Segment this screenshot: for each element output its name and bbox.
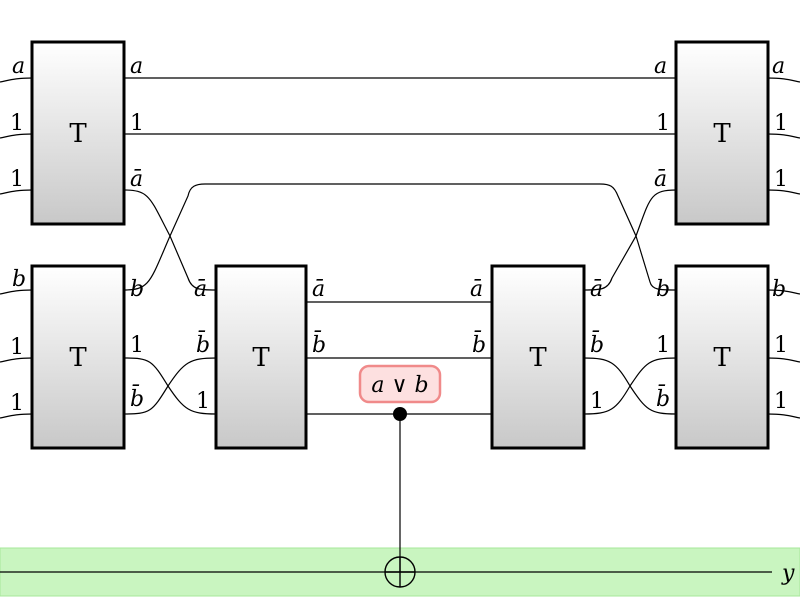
stub-right-1b [767,189,800,195]
gate-top-right-label: T [713,119,731,149]
label-mr-out-1: 1 [590,389,604,414]
label-ml-in-abar: ā [194,277,207,302]
gate-bottom-right-label: T [713,343,731,373]
gate-top-left [30,40,126,226]
stub-left-1 [0,133,33,139]
label-in-b: b [12,267,26,292]
wire-cross-right-2 [583,357,677,415]
stub-right-a [767,77,800,83]
label-in-1a: 1 [10,111,24,136]
gate-bottom-right [674,264,770,450]
label-in-a: a [12,54,25,79]
stub-right-b [767,289,800,295]
label-tl-out-abar: ā [130,167,143,192]
label-out-b: b [772,277,786,302]
label-tr-in-a: a [654,54,667,79]
control-dot [393,407,407,421]
control-label-box [358,364,442,404]
wire-abar-route [123,183,677,238]
stub-left-1c [0,357,33,363]
stub-left-1b [0,189,33,195]
stub-right-1 [767,133,800,139]
gate-middle-left-label: T [252,343,270,373]
gate-middle-right-label: T [529,343,547,373]
label-ml-in-1: 1 [196,389,210,414]
wire-cross-left-2 [123,357,217,415]
label-br-in-1: 1 [656,333,670,358]
stub-left-a [0,77,33,83]
gate-middle-right [490,264,586,450]
label-ml-out-abar: ā [312,277,325,302]
label-out-a: a [772,54,785,79]
label-out-1b: 1 [774,167,788,192]
label-bl-out-b: b [130,277,144,302]
label-br-in-b: b [656,277,670,302]
label-tr-in-abar: ā [654,167,667,192]
gate-top-left-label: T [69,119,87,149]
label-tr-in-1: 1 [656,111,670,136]
stub-left-1d [0,413,33,419]
label-mr-in-bbar: b̄ [472,330,486,358]
label-tl-out-a: a [130,54,143,79]
label-mr-out-abar: ā [590,277,603,302]
label-in-1c: 1 [10,335,24,360]
label-ml-in-bbar: b̄ [196,330,210,358]
label-mr-out-bbar: b̄ [590,330,604,358]
label-mr-in-abar: ā [470,277,483,302]
label-tl-out-1: 1 [130,111,144,136]
stub-left-b [0,289,33,295]
label-out-1c: 1 [774,333,788,358]
label-out-1a: 1 [774,111,788,136]
label-bl-out-1: 1 [130,333,144,358]
label-ml-out-bbar: b̄ [312,330,326,358]
stub-right-1c [767,357,800,363]
label-in-1d: 1 [10,391,24,416]
gate-top-right [674,40,770,226]
gate-bottom-left-label: T [69,343,87,373]
wire-b-cross-right [583,234,677,291]
gate-bottom-left [30,264,126,450]
gate-middle-left [214,264,308,450]
stub-right-1d [767,413,800,419]
label-out-1d: 1 [774,389,788,414]
label-in-1b: 1 [10,167,24,192]
label-bl-out-bbar: b̄ [130,384,144,412]
xor-target-icon [384,556,416,588]
control-label-text: a ∨ b [371,373,428,398]
label-br-in-bbar: b̄ [656,384,670,412]
wire-b-cross-left [123,234,217,291]
label-ancilla-y: y [781,561,795,586]
